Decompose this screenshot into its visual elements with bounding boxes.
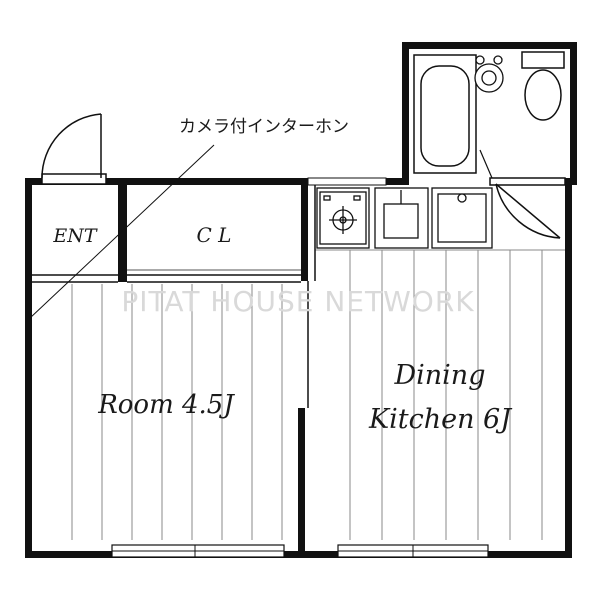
windows: [111, 544, 489, 558]
intercom-leader: [29, 144, 215, 319]
annotation-intercom: カメラ付インターホン: [179, 117, 349, 137]
sink-icon: [374, 187, 429, 249]
label-entrance: ENT: [52, 225, 97, 247]
bathtub: [413, 54, 477, 174]
label-closet: C L: [197, 223, 232, 247]
label-room: Room 4.5J: [97, 390, 235, 420]
bathroom-door: [489, 177, 566, 239]
entrance-door: [41, 113, 107, 185]
kitchen-flooring: [349, 250, 543, 540]
vent-strip: [307, 177, 387, 186]
room-flooring: [71, 284, 283, 540]
label-dining: Dining: [394, 360, 486, 391]
partitions: [32, 185, 316, 408]
faucet-icon: [474, 55, 504, 93]
toilet-icon: [521, 51, 565, 121]
bath-divider: [479, 149, 493, 179]
label-kitchen: Kitchen 6J: [368, 404, 513, 435]
washer-icon: [431, 187, 493, 249]
watermark: PITAT HOUSE NETWORK: [121, 285, 474, 318]
stove-icon: [316, 187, 370, 249]
